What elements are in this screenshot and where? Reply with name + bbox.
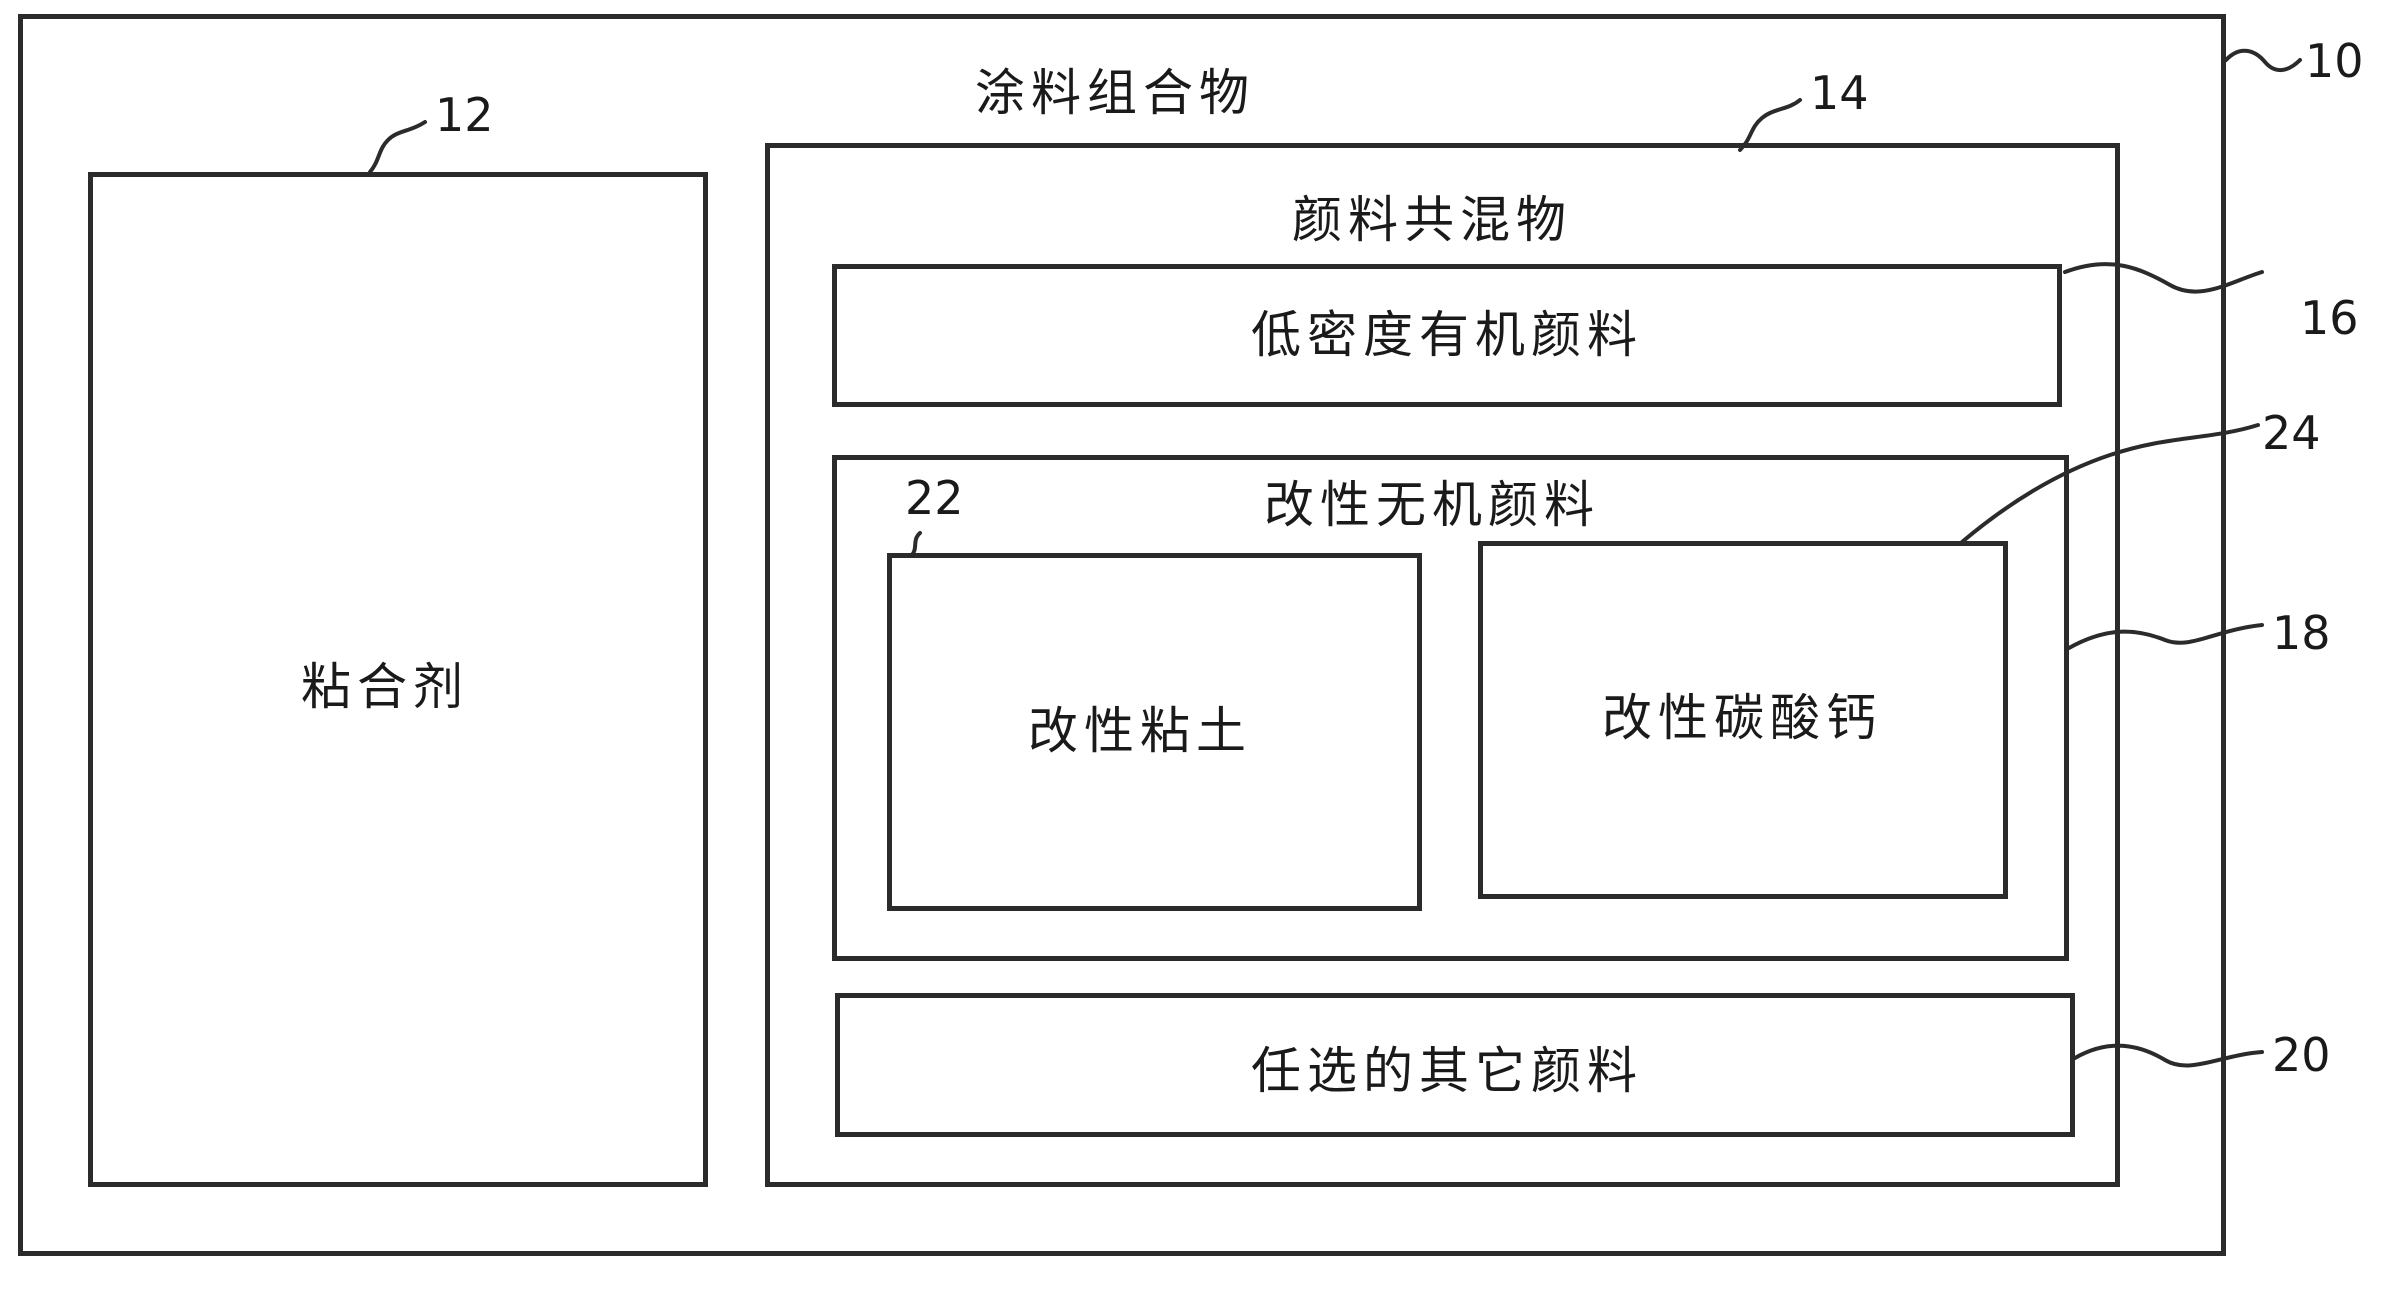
pigment-blend-box <box>765 143 2120 1187</box>
ref-14: 14 <box>1810 66 1869 120</box>
pigment-blend-label: 颜料共混物 <box>1292 191 1572 249</box>
modified-calcium-carbonate-box <box>1478 541 2008 899</box>
binder-label: 粘合剂 <box>301 658 469 716</box>
ref-12: 12 <box>435 88 494 142</box>
low-density-organic-pigment-box <box>832 264 2062 407</box>
optional-other-pigment-box <box>835 993 2075 1137</box>
leader-line-20 <box>2073 1043 2264 1068</box>
modified-clay-box <box>887 553 1422 911</box>
coating-composition-box <box>18 14 2226 1256</box>
leader-line-22 <box>910 531 922 557</box>
leader-line-12 <box>368 120 427 174</box>
ref-20: 20 <box>2272 1028 2331 1082</box>
modified-calcium-carbonate-label: 改性碳酸钙 <box>1602 689 1882 747</box>
ref-16: 16 <box>2300 291 2359 345</box>
coating-composition-label: 涂料组合物 <box>975 64 1255 122</box>
optional-other-pigment-label: 任选的其它颜料 <box>1251 1042 1643 1100</box>
modified-inorganic-pigment-label: 改性无机颜料 <box>1264 476 1600 534</box>
leader-line-14 <box>1738 98 1802 152</box>
modified-clay-label: 改性粘土 <box>1028 702 1252 760</box>
ref-24: 24 <box>2262 406 2321 460</box>
leader-line-24 <box>1960 423 2260 544</box>
binder-box <box>88 172 708 1187</box>
leader-line-16 <box>2063 262 2264 294</box>
ref-22: 22 <box>905 471 964 525</box>
low-density-organic-pigment-label: 低密度有机颜料 <box>1251 306 1643 364</box>
leader-line-18 <box>2067 623 2264 650</box>
ref-10: 10 <box>2305 34 2364 88</box>
leader-line-10 <box>2224 48 2302 72</box>
modified-inorganic-pigment-box <box>832 455 2069 961</box>
ref-18: 18 <box>2272 606 2331 660</box>
